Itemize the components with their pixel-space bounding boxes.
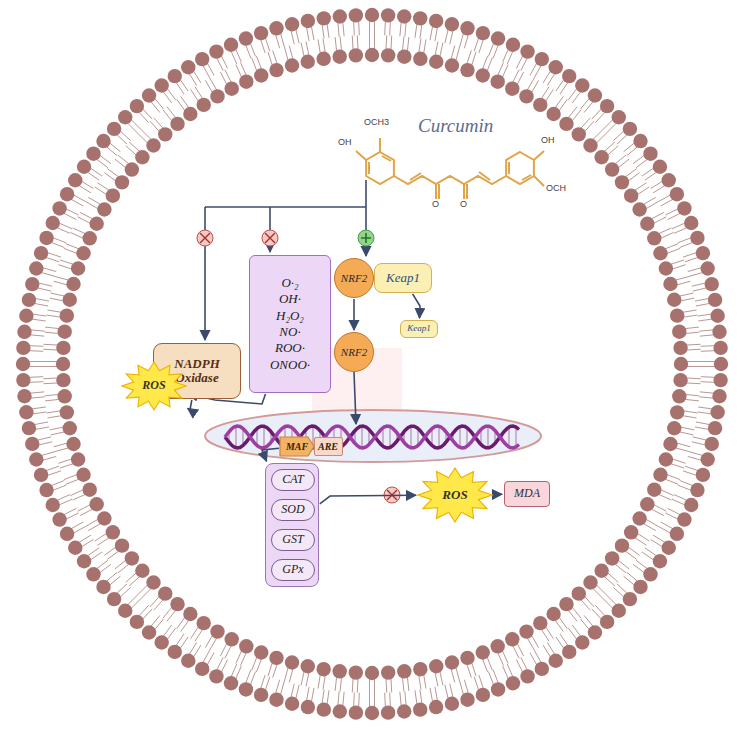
connector-arrow <box>493 493 502 495</box>
enzyme-group: CAT SOD GST GPx <box>265 463 319 587</box>
chem-group: OCH3 <box>364 118 389 128</box>
enzyme-pill: CAT <box>271 469 315 491</box>
node-label: Keap1 <box>407 324 431 334</box>
node-label: NO· <box>279 325 300 339</box>
connector-arrow <box>262 448 279 461</box>
node-label: O·₂ <box>281 276 298 290</box>
node-label: ROS <box>442 488 467 502</box>
ros-burst: ROS <box>418 468 492 522</box>
maf-tag: MAF <box>280 437 314 456</box>
compound-name: Curcumin <box>418 116 493 137</box>
node-label: H₂O₂ <box>276 309 304 323</box>
node-label: ROO· <box>275 341 305 355</box>
node-label: NRF2 <box>341 346 367 358</box>
node-label: Keap1 <box>386 271 420 285</box>
enzyme-pill: SOD <box>271 499 315 521</box>
node-label: OH· <box>279 292 301 306</box>
chem-atom: O <box>432 200 439 210</box>
chem-atom: O <box>460 200 467 210</box>
enzyme-pill: GST <box>271 529 315 551</box>
curcumin-structure <box>356 138 544 199</box>
activate-symbol <box>358 230 374 246</box>
cell-membrane <box>16 8 728 720</box>
node-label: NRF2 <box>341 272 367 284</box>
ros-burst: ROS <box>122 362 186 410</box>
enzyme-pill: GPx <box>271 559 315 581</box>
keap1-box: Keap1 <box>374 263 432 293</box>
chem-group: OH <box>338 138 352 148</box>
node-label: ONOO· <box>270 358 310 372</box>
node-label: GST <box>282 533 303 546</box>
nrf2-circle: NRF2 <box>334 258 374 298</box>
nrf2-circle: NRF2 <box>334 332 374 372</box>
node-label: SOD <box>281 503 304 516</box>
node-label: MDA <box>514 487 540 500</box>
chem-group: OH <box>541 136 555 146</box>
connector-arrow <box>188 400 192 410</box>
keap1-box: Keap1 <box>400 320 438 338</box>
node-label: ROS <box>142 379 165 392</box>
node-label: GPx <box>282 563 303 576</box>
are-tag: ARE <box>314 437 343 456</box>
connector-arrow <box>320 495 416 504</box>
node-label: MAF <box>286 441 308 452</box>
dna-helix <box>225 426 519 448</box>
species-list: O·₂ OH· H₂O₂ NO· ROO· ONOO· <box>249 255 331 393</box>
node-label: CAT <box>282 473 304 486</box>
connector-arrow <box>353 299 355 330</box>
nucleus <box>205 410 541 462</box>
connector-arrow <box>413 294 420 318</box>
chem-group: OCH <box>546 184 566 194</box>
mda-box: MDA <box>504 481 550 507</box>
node-label: ARE <box>318 441 338 452</box>
